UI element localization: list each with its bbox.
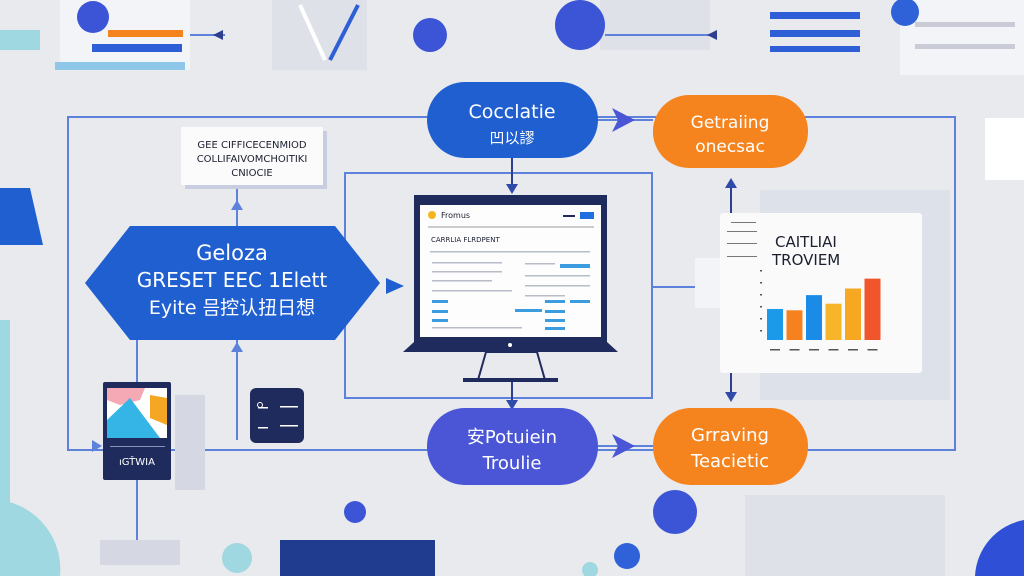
- mountain-icon: [107, 398, 160, 438]
- node-top-blue[interactable]: Cocclatie 凹以謬: [427, 82, 598, 158]
- note-text: GEE CIFFICECENMIOD: [197, 140, 306, 151]
- window-button[interactable]: [580, 212, 594, 219]
- node-label: GRESET EEC 1Elett: [137, 268, 328, 292]
- chart-bar: [806, 295, 822, 340]
- node-bottom-orange[interactable]: Grraving Teacietic: [653, 408, 808, 485]
- y-tick: [760, 318, 762, 320]
- node-label: Teacietic: [690, 451, 769, 472]
- node-bottom-purple[interactable]: 安Potuiein Troulie: [427, 408, 598, 485]
- x-tick: [789, 349, 800, 351]
- app-logo-icon: [428, 211, 436, 219]
- node-label: Troulie: [482, 453, 542, 474]
- app-name: Fromus: [441, 211, 470, 220]
- x-tick: [867, 349, 878, 351]
- y-tick: [760, 282, 762, 284]
- chart-bar: [864, 278, 881, 340]
- node-label: Eyite 믐控认扭日想: [149, 297, 315, 319]
- node-label: Geloza: [196, 241, 268, 265]
- poster-caption: ıGŤWIA: [119, 455, 155, 468]
- chart-panel: CAITLIAI TROVIEM: [720, 213, 922, 373]
- chart-title: TROVIEM: [771, 251, 840, 269]
- node-hexagon[interactable]: Geloza GRESET EEC 1Elett Eyite 믐控认扭日想: [85, 226, 380, 340]
- node-label: 安Potuiein: [467, 427, 557, 448]
- note-text: COLLIFAIVOMCHOITIKI: [197, 154, 308, 165]
- list-card[interactable]: [250, 388, 304, 443]
- arrow-icon: [612, 108, 635, 132]
- chart-bar: [786, 310, 803, 340]
- note-card: GEE CIFFICECENMIOD COLLIFAIVOMCHOITIKI C…: [181, 127, 327, 189]
- chart-title: CAITLIAI: [775, 233, 837, 251]
- node-label: Grraving: [691, 425, 769, 446]
- y-tick: [760, 330, 762, 332]
- monitor-window[interactable]: Fromus CARRLIA FLRDPENT: [403, 195, 618, 382]
- page-heading: CARRLIA FLRDPENT: [431, 236, 500, 244]
- y-tick: [760, 270, 762, 272]
- x-tick: [770, 349, 780, 351]
- x-tick: [828, 349, 839, 351]
- arrow-icon: [386, 278, 404, 294]
- x-tick: [848, 349, 858, 351]
- node-top-orange[interactable]: Getraiing onecsac: [653, 95, 808, 168]
- chart-bar: [767, 308, 783, 340]
- arrow-icon: [612, 434, 635, 458]
- node-label: Getraiing: [691, 113, 770, 133]
- node-label: Cocclatie: [468, 101, 555, 123]
- node-label: 凹以謬: [489, 129, 534, 147]
- poster-card[interactable]: ıGŤWIA: [103, 382, 205, 490]
- y-tick: [760, 294, 762, 296]
- x-tick: [809, 349, 819, 351]
- chart-bar: [825, 303, 842, 340]
- chart-bar: [845, 288, 861, 340]
- y-tick: [760, 306, 762, 308]
- note-text: CNIOCIE: [231, 168, 273, 179]
- node-label: onecsac: [695, 137, 765, 157]
